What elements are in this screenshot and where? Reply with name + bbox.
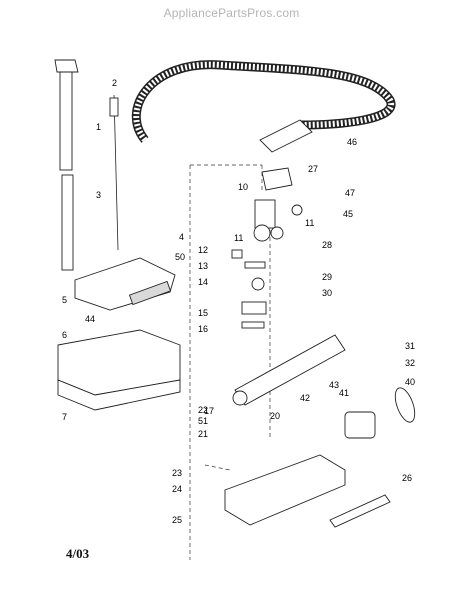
callout: 44 (85, 314, 96, 324)
callout: 31 (405, 341, 416, 351)
callout: 40 (405, 377, 416, 387)
callout: 15 (198, 308, 209, 318)
callout: 45 (343, 209, 354, 219)
callout: 24 (172, 484, 183, 494)
callout: 50 (175, 252, 186, 262)
callout: 17 (204, 406, 215, 416)
callout: 22 (198, 405, 209, 415)
callout: 11 (305, 218, 315, 228)
base-housing (57, 329, 181, 411)
callout: 6 (62, 330, 68, 340)
callout: 3 (96, 190, 102, 200)
callout: 29 (322, 272, 333, 282)
callout: 12 (198, 245, 209, 255)
callout: 46 (347, 137, 358, 147)
hose (131, 60, 396, 153)
assembly-guide-lines (189, 164, 271, 560)
motor (344, 411, 376, 439)
callout: 23 (172, 468, 183, 478)
callout: 41 (339, 388, 350, 398)
callout: 14 (198, 277, 209, 287)
small-parts-stack (231, 249, 267, 329)
motor-fan-assembly (253, 199, 303, 242)
callout: 26 (402, 473, 413, 483)
callout: 47 (345, 188, 356, 198)
callout: 30 (322, 288, 333, 298)
height-adjust-lever (329, 494, 391, 528)
date-code: 4/03 (66, 546, 90, 561)
handle-lower-tube (61, 174, 74, 271)
drive-belt (394, 387, 416, 423)
power-cord (109, 94, 119, 251)
callout: 1 (96, 122, 102, 132)
callout: 10 (238, 182, 249, 192)
bottom-plate (224, 454, 346, 526)
agitator-brushroll (232, 334, 346, 406)
callout: 25 (172, 515, 183, 525)
callout: 13 (198, 261, 209, 271)
callout: 20 (270, 411, 281, 421)
callout: 11 (234, 233, 244, 243)
callout: 42 (300, 393, 311, 403)
callout: 4 (179, 232, 185, 242)
bumper-strip (128, 280, 172, 306)
callout: 27 (308, 164, 319, 174)
callout: 2 (112, 78, 118, 88)
callout: 43 (329, 380, 340, 390)
callout: 16 (198, 324, 209, 334)
callout: 5 (62, 295, 68, 305)
watermark: AppliancePartsPros.com (163, 6, 300, 20)
handle-upper-tube (54, 59, 79, 171)
callout: 32 (405, 358, 416, 368)
callout: 51 (198, 416, 209, 426)
callout: 28 (322, 240, 333, 250)
switch (261, 167, 293, 191)
callout: 7 (62, 412, 68, 422)
callout: 21 (198, 429, 209, 439)
